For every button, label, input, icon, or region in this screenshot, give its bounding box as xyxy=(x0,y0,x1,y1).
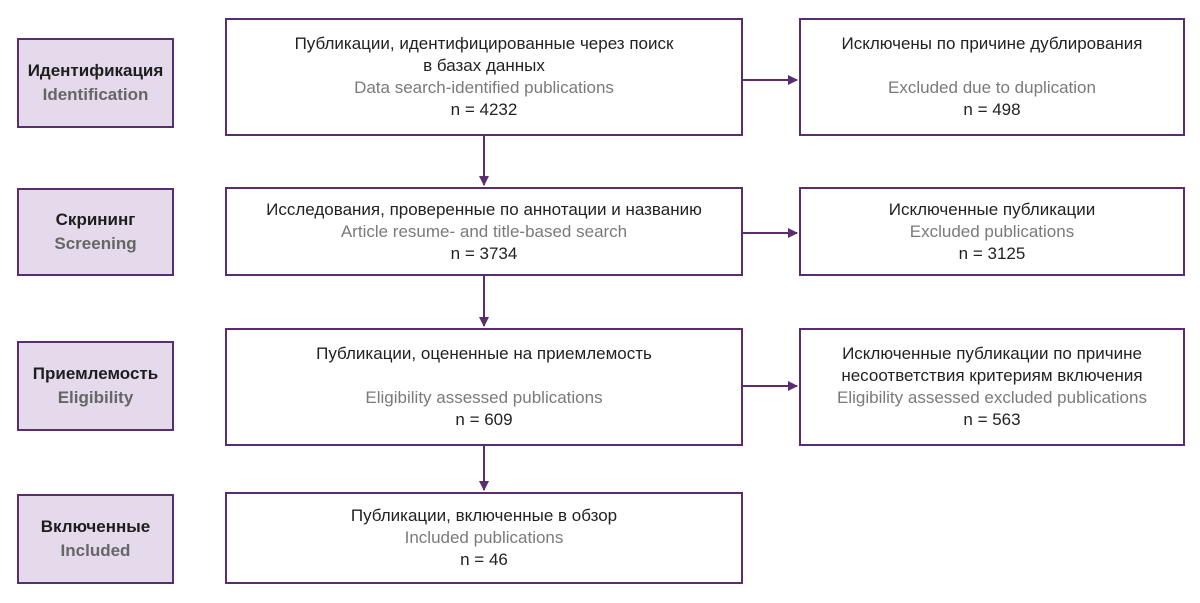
box-screened-studies: Исследования, проверенные по аннотации и… xyxy=(225,187,743,276)
box-count: n = 498 xyxy=(963,100,1021,119)
box-count: n = 3125 xyxy=(958,243,1026,263)
box-count: n = 3734 xyxy=(450,243,518,263)
box-text-ru-line2: несоответствия критериям включения xyxy=(841,366,1143,385)
stage-eligibility: Приемлемость Eligibility xyxy=(17,341,174,431)
box-text-ru: Публикации, идентифицированные через пои… xyxy=(294,34,674,53)
box-text-ru: Публикации, оцененные на приемлемость xyxy=(316,344,652,363)
box-text-ru-line2: в базах данных xyxy=(423,56,545,75)
box-count: n = 609 xyxy=(455,410,513,429)
box-identified-publications: Публикации, идентифицированные через пои… xyxy=(225,18,743,136)
box-text-en: Included publications xyxy=(404,528,564,547)
box-count: n = 4232 xyxy=(450,100,518,119)
box-count: n = 563 xyxy=(963,410,1021,429)
box-text-ru: Исключенные публикации по причине xyxy=(842,344,1142,363)
stage-label-en: Included xyxy=(60,541,131,560)
stage-label-ru: Включенные xyxy=(40,517,151,536)
stage-label-ru: Скрининг xyxy=(55,210,136,229)
box-excluded-screening: Исключенные публикации Excluded publicat… xyxy=(799,187,1185,276)
box-included-publications: Публикации, включенные в обзор Included … xyxy=(225,492,743,584)
box-text-en: Eligibility assessed publications xyxy=(365,388,603,407)
box-text-ru: Исключены по причине дублирования xyxy=(841,34,1143,53)
stage-label-en: Eligibility xyxy=(57,388,134,407)
box-text-en: Eligibility assessed excluded publicatio… xyxy=(837,388,1147,407)
box-text-en: Data search-identified publications xyxy=(354,78,614,97)
box-text-en: Excluded publications xyxy=(909,221,1075,241)
box-excluded-duplicates: Исключены по причине дублирования Exclud… xyxy=(799,18,1185,136)
box-excluded-eligibility: Исключенные публикации по причине несоот… xyxy=(799,328,1185,446)
stage-included: Включенные Included xyxy=(17,494,174,584)
stage-screening: Скрининг Screening xyxy=(17,188,174,276)
stage-label-ru: Идентификация xyxy=(27,61,164,80)
box-eligibility-assessed: Публикации, оцененные на приемлемость El… xyxy=(225,328,743,446)
stage-label-en: Screening xyxy=(54,234,137,253)
box-text-en: Excluded due to duplication xyxy=(888,78,1096,97)
box-text-en: Article resume- and title-based search xyxy=(340,221,628,241)
stage-identification: Идентификация Identification xyxy=(17,38,174,128)
box-text-ru: Исключенные публикации xyxy=(888,199,1096,219)
box-text-ru: Публикации, включенные в обзор xyxy=(350,506,618,525)
box-count: n = 46 xyxy=(460,550,508,569)
stage-label-ru: Приемлемость xyxy=(32,364,159,383)
stage-label-en: Identification xyxy=(42,85,149,104)
box-text-ru: Исследования, проверенные по аннотации и… xyxy=(266,199,702,219)
